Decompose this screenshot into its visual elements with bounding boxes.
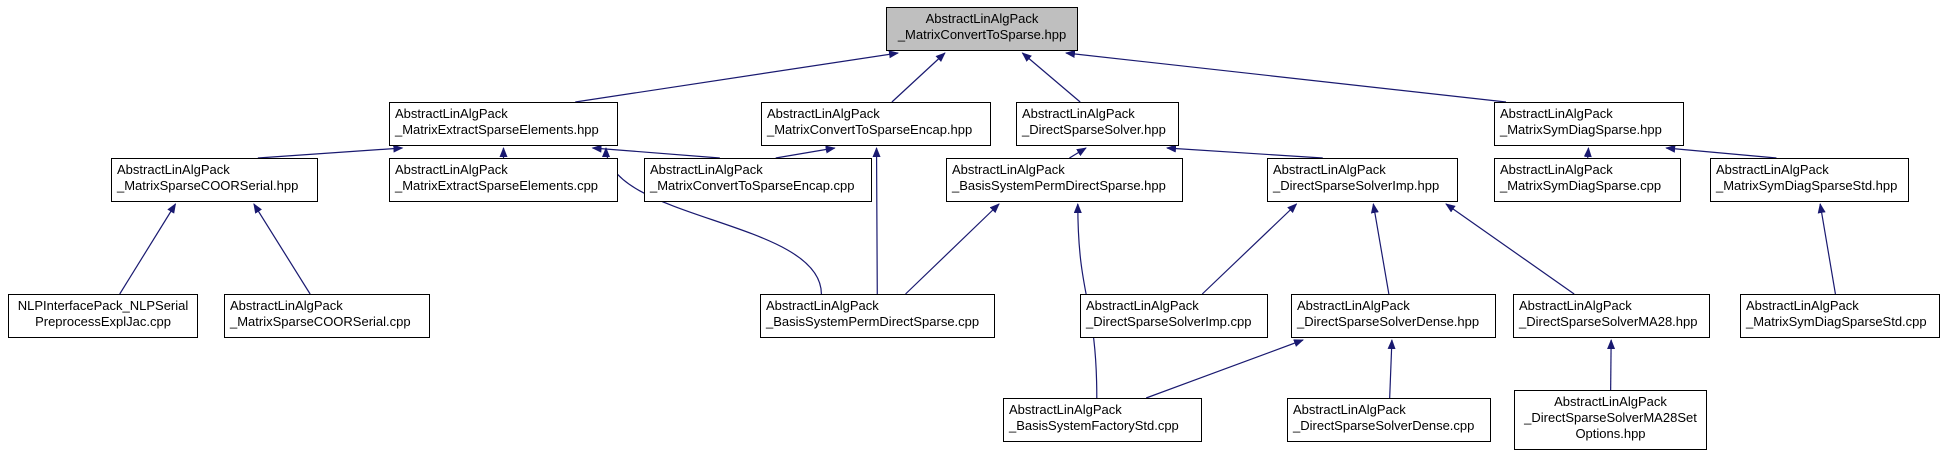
- node-matrix-sym-diag-sparse-std-hpp[interactable]: AbstractLinAlgPack _MatrixSymDiagSparseS…: [1710, 158, 1909, 202]
- edge-coor_cpp-to-coor_hpp: [253, 203, 311, 295]
- node-direct-sparse-solver-hpp[interactable]: AbstractLinAlgPack _DirectSparseSolver.h…: [1016, 102, 1179, 146]
- node-line2: _MatrixSymDiagSparse.hpp: [1500, 122, 1662, 137]
- node-line1: AbstractLinAlgPack: [1500, 162, 1613, 177]
- node-line1: AbstractLinAlgPack: [1086, 298, 1199, 313]
- edge-encap_cpp-to-extract_hpp: [591, 144, 720, 159]
- node-line2: _DirectSparseSolverDense.cpp: [1293, 418, 1475, 433]
- edge-solverimp_hpp-to-direct_hpp: [1166, 144, 1323, 159]
- node-direct-sparse-solver-ma28-hpp[interactable]: AbstractLinAlgPack _DirectSparseSolverMA…: [1513, 294, 1710, 338]
- node-line1: AbstractLinAlgPack: [1554, 394, 1667, 409]
- node-line1: AbstractLinAlgPack: [230, 298, 343, 313]
- node-nlp-serial-preprocess-expl-jac-cpp[interactable]: NLPInterfacePack_NLPSerial PreprocessExp…: [8, 294, 198, 338]
- node-line2: _BasisSystemPermDirectSparse.cpp: [766, 314, 980, 329]
- node-matrix-convert-to-sparse-encap-cpp[interactable]: AbstractLinAlgPack _MatrixConvertToSpars…: [644, 158, 872, 202]
- node-matrix-sym-diag-sparse-std-cpp[interactable]: AbstractLinAlgPack _MatrixSymDiagSparseS…: [1740, 294, 1940, 338]
- node-line2: _MatrixSymDiagSparseStd.cpp: [1746, 314, 1927, 329]
- node-basis-system-perm-direct-sparse-hpp[interactable]: AbstractLinAlgPack _BasisSystemPermDirec…: [946, 158, 1183, 202]
- edge-direct_hpp-to-root: [1021, 52, 1081, 103]
- node-line1: AbstractLinAlgPack: [952, 162, 1065, 177]
- edge-permdirect_hpp-to-direct_hpp: [1069, 147, 1087, 159]
- edge-symdiag_hpp-to-root: [1065, 50, 1507, 103]
- node-direct-sparse-solver-dense-cpp[interactable]: AbstractLinAlgPack _DirectSparseSolverDe…: [1287, 398, 1491, 442]
- edge-extract_hpp-to-root: [575, 50, 899, 103]
- node-direct-sparse-solver-ma28-set-options-hpp[interactable]: AbstractLinAlgPack _DirectSparseSolverMA…: [1514, 390, 1707, 450]
- node-line1: AbstractLinAlgPack: [1297, 298, 1410, 313]
- edge-symdiagstd_hpp-to-symdiag_hpp: [1665, 144, 1777, 159]
- node-line1: AbstractLinAlgPack: [395, 106, 508, 121]
- edge-nlp_cpp-to-coor_hpp: [119, 203, 177, 295]
- node-line2: _DirectSparseSolverMA28Set: [1524, 410, 1697, 425]
- node-line2: _DirectSparseSolverDense.hpp: [1297, 314, 1480, 329]
- edge-ma28set_hpp-to-ma28_hpp: [1607, 339, 1616, 391]
- node-direct-sparse-solver-imp-cpp[interactable]: AbstractLinAlgPack _DirectSparseSolverIm…: [1080, 294, 1268, 338]
- edge-encap_hpp-to-root: [891, 52, 946, 103]
- node-matrix-extract-sparse-elements-cpp[interactable]: AbstractLinAlgPack _MatrixExtractSparseE…: [389, 158, 618, 202]
- node-line2: _MatrixExtractSparseElements.hpp: [395, 122, 599, 137]
- node-basis-system-perm-direct-sparse-cpp[interactable]: AbstractLinAlgPack _BasisSystemPermDirec…: [760, 294, 995, 338]
- node-line2: _MatrixExtractSparseElements.cpp: [395, 178, 599, 193]
- edge-solverimp_cpp-to-solverimp_hpp: [1201, 203, 1298, 295]
- node-root-matrix-convert-to-sparse-hpp[interactable]: AbstractLinAlgPack _MatrixConvertToSpars…: [886, 7, 1078, 51]
- edge-permdirect_cpp-to-encap_hpp: [872, 147, 881, 295]
- node-line1: AbstractLinAlgPack: [766, 298, 879, 313]
- node-line1: AbstractLinAlgPack: [650, 162, 763, 177]
- node-line2: _MatrixSymDiagSparse.cpp: [1500, 178, 1662, 193]
- node-line1: AbstractLinAlgPack: [1273, 162, 1386, 177]
- edge-permdirect_cpp-to-permdirect_hpp: [905, 203, 1000, 295]
- edge-coor_hpp-to-extract_hpp: [257, 144, 404, 159]
- node-direct-sparse-solver-imp-hpp[interactable]: AbstractLinAlgPack _DirectSparseSolverIm…: [1267, 158, 1458, 202]
- node-line1: AbstractLinAlgPack: [1746, 298, 1859, 313]
- edge-dense_cpp-to-dense_hpp: [1387, 339, 1396, 399]
- node-line2: _MatrixConvertToSparseEncap.cpp: [650, 178, 855, 193]
- node-line1: AbstractLinAlgPack: [1500, 106, 1613, 121]
- node-line2: _BasisSystemPermDirectSparse.hpp: [952, 178, 1166, 193]
- node-line2: _DirectSparseSolver.hpp: [1022, 122, 1166, 137]
- node-matrix-sparse-coor-serial-cpp[interactable]: AbstractLinAlgPack _MatrixSparseCOORSeri…: [224, 294, 430, 338]
- edge-factory_cpp-to-dense_hpp: [1145, 339, 1304, 399]
- node-line2: PreprocessExplJac.cpp: [35, 314, 171, 329]
- node-line1: AbstractLinAlgPack: [925, 11, 1039, 26]
- edge-symdiag_cpp-to-symdiag_hpp: [1583, 147, 1592, 159]
- edge-ma28_hpp-to-solverimp_hpp: [1445, 203, 1575, 295]
- node-matrix-convert-to-sparse-encap-hpp[interactable]: AbstractLinAlgPack _MatrixConvertToSpars…: [761, 102, 991, 146]
- node-line2: _DirectSparseSolverImp.cpp: [1086, 314, 1252, 329]
- node-line2: _MatrixSparseCOORSerial.cpp: [230, 314, 411, 329]
- node-line2: _BasisSystemFactoryStd.cpp: [1009, 418, 1179, 433]
- node-direct-sparse-solver-dense-hpp[interactable]: AbstractLinAlgPack _DirectSparseSolverDe…: [1291, 294, 1496, 338]
- node-matrix-sym-diag-sparse-hpp[interactable]: AbstractLinAlgPack _MatrixSymDiagSparse.…: [1494, 102, 1684, 146]
- node-line2: _MatrixConvertToSparseEncap.hpp: [767, 122, 973, 137]
- node-line2: _MatrixSparseCOORSerial.hpp: [117, 178, 299, 193]
- node-line1: AbstractLinAlgPack: [1022, 106, 1135, 121]
- node-line1: AbstractLinAlgPack: [767, 106, 880, 121]
- node-basis-system-factory-std-cpp[interactable]: AbstractLinAlgPack _BasisSystemFactorySt…: [1003, 398, 1202, 442]
- node-matrix-sparse-coor-serial-hpp[interactable]: AbstractLinAlgPack _MatrixSparseCOORSeri…: [111, 158, 318, 202]
- node-line1: NLPInterfacePack_NLPSerial: [17, 298, 189, 313]
- node-line1: AbstractLinAlgPack: [1293, 402, 1406, 417]
- node-line2: _MatrixConvertToSparse.hpp: [897, 27, 1067, 42]
- node-line2: _MatrixSymDiagSparseStd.hpp: [1716, 178, 1898, 193]
- edge-dense_hpp-to-solverimp_hpp: [1370, 203, 1390, 295]
- node-line1: AbstractLinAlgPack: [117, 162, 230, 177]
- node-line1: AbstractLinAlgPack: [1009, 402, 1122, 417]
- node-line2: _DirectSparseSolverImp.hpp: [1273, 178, 1440, 193]
- node-line1: AbstractLinAlgPack: [1716, 162, 1829, 177]
- node-line3: Options.hpp: [1575, 426, 1646, 441]
- edge-symdiagstd_cpp-to-symdiagstd_hpp: [1817, 203, 1837, 295]
- node-matrix-extract-sparse-elements-hpp[interactable]: AbstractLinAlgPack _MatrixExtractSparseE…: [389, 102, 618, 146]
- edge-encap_cpp-to-encap_hpp: [775, 145, 836, 159]
- node-line1: AbstractLinAlgPack: [395, 162, 508, 177]
- node-line1: AbstractLinAlgPack: [1519, 298, 1632, 313]
- node-matrix-sym-diag-sparse-cpp[interactable]: AbstractLinAlgPack _MatrixSymDiagSparse.…: [1494, 158, 1681, 202]
- node-line2: _DirectSparseSolverMA28.hpp: [1519, 314, 1698, 329]
